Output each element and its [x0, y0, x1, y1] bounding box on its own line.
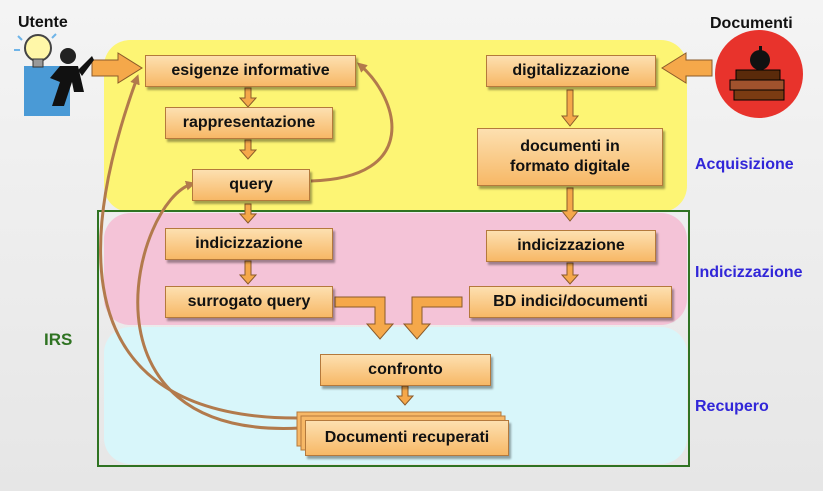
arrow-db-to-matching — [402, 296, 463, 340]
indexing-label: Indicizzazione — [695, 264, 803, 281]
arrow-matching-to-retrieved — [395, 385, 415, 406]
documents-label: Documenti — [710, 15, 793, 32]
arrow-surrogate-to-matching — [334, 296, 395, 340]
needs-box: esigenze informative — [145, 55, 356, 87]
feedback-retrieved-to-needs — [99, 74, 301, 420]
query-box: query — [192, 169, 310, 201]
feedback-query-to-needs — [310, 62, 394, 183]
matching-box: confronto — [320, 354, 491, 386]
retrieved-docs-box: Documenti recuperati — [305, 420, 509, 456]
person-lightbulb-icon — [12, 26, 94, 120]
arrow-documents-to-digitization — [661, 52, 713, 84]
user-label: Utente — [18, 14, 68, 31]
retrieval-label: Recupero — [695, 398, 769, 415]
arrow-query-to-indexing — [238, 203, 258, 224]
feedback-retrieved-to-query — [136, 180, 301, 430]
irs-label: IRS — [44, 330, 73, 349]
arrow-digital-to-indexing — [560, 187, 580, 222]
digital-docs-box: documenti in formato digitale — [477, 128, 663, 186]
irs-frame — [97, 210, 690, 467]
acquisition-label: Acquisizione — [695, 156, 794, 173]
arrow-indexing-to-surrogate — [238, 260, 258, 285]
arrow-representation-to-query — [238, 139, 258, 160]
query-surrogate-box: surrogato query — [165, 286, 333, 318]
representation-box: rappresentazione — [165, 107, 333, 139]
digitization-box: digitalizzazione — [486, 55, 656, 87]
doc-indexing-box: indicizzazione — [486, 230, 656, 262]
arrow-needs-to-representation — [238, 87, 258, 108]
arrow-indexing-to-db — [560, 262, 580, 285]
arrow-digitization-to-digital — [560, 89, 580, 127]
arrow-user-to-needs — [91, 52, 143, 84]
db-index-box: BD indici/documenti — [469, 286, 672, 318]
query-indexing-box: indicizzazione — [165, 228, 333, 260]
books-apple-icon — [712, 28, 806, 120]
